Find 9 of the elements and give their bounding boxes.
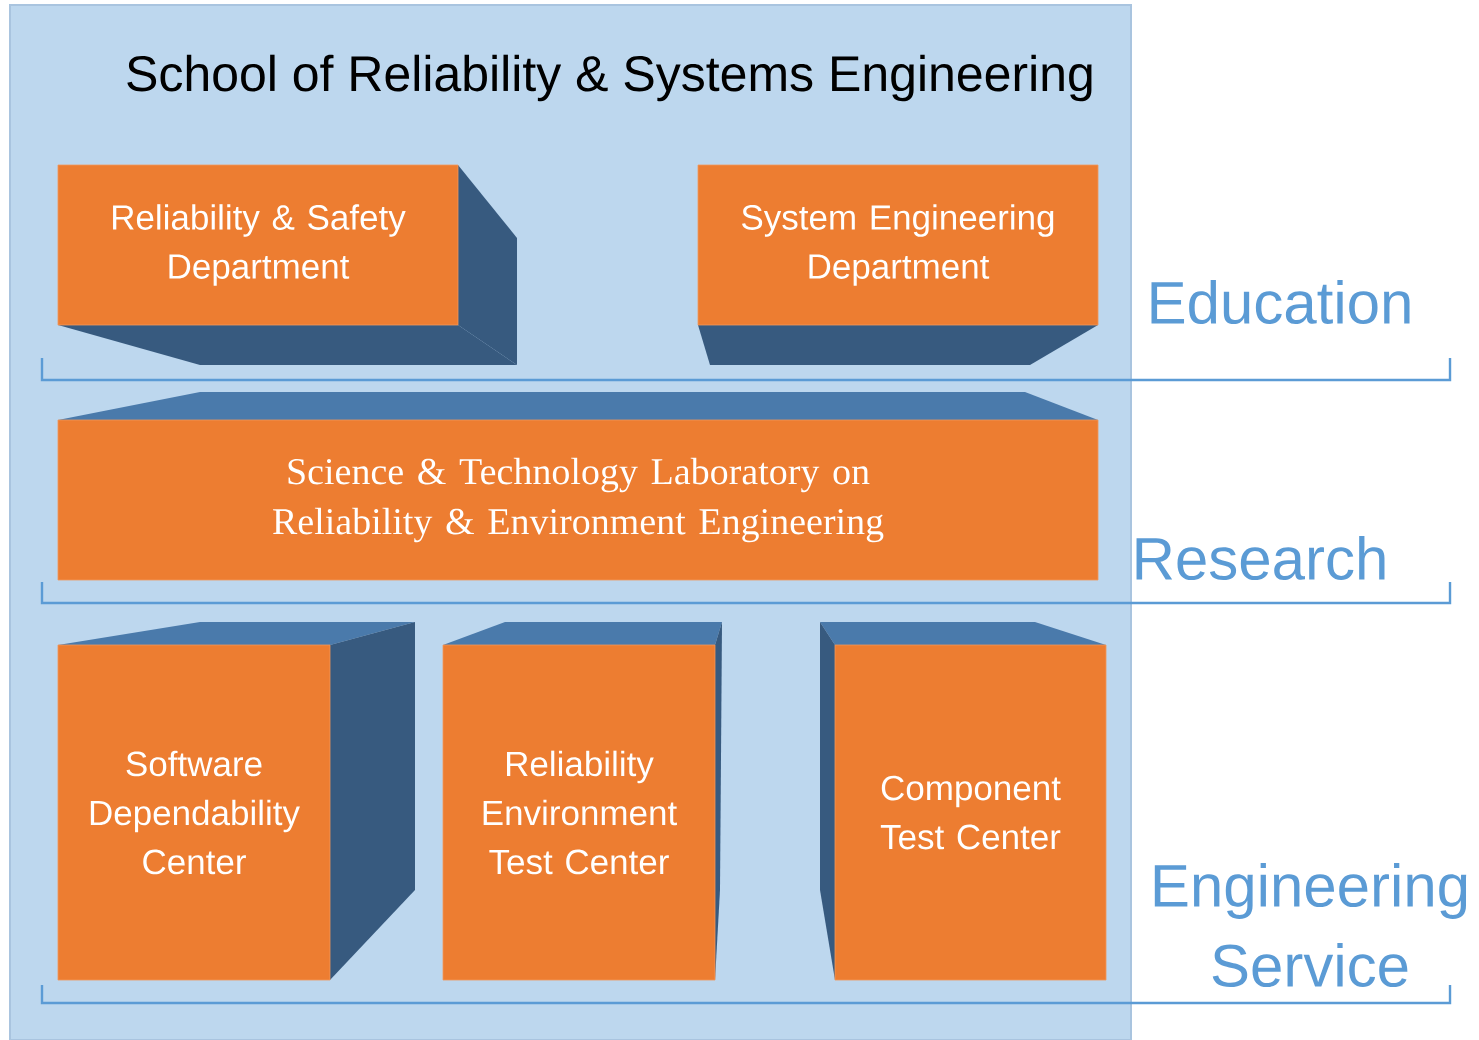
- block-box: Science & Technology Laboratory on Reliability & Environment Engineering: [57, 392, 1099, 581]
- block-box: Software Dependability Center: [57, 622, 415, 981]
- title: School of Reliability & Systems Engineering: [127, 54, 1092, 102]
- block-box: System Engineering Department: [697, 164, 1099, 365]
- block-box: Reliability & Safety Department: [57, 164, 517, 365]
- block-box: Component Test Center: [820, 622, 1107, 981]
- layer-label: Education: [1151, 280, 1410, 325]
- layer-label: Research: [1136, 536, 1385, 581]
- block-box: Reliability Environment Test Center: [442, 622, 722, 981]
